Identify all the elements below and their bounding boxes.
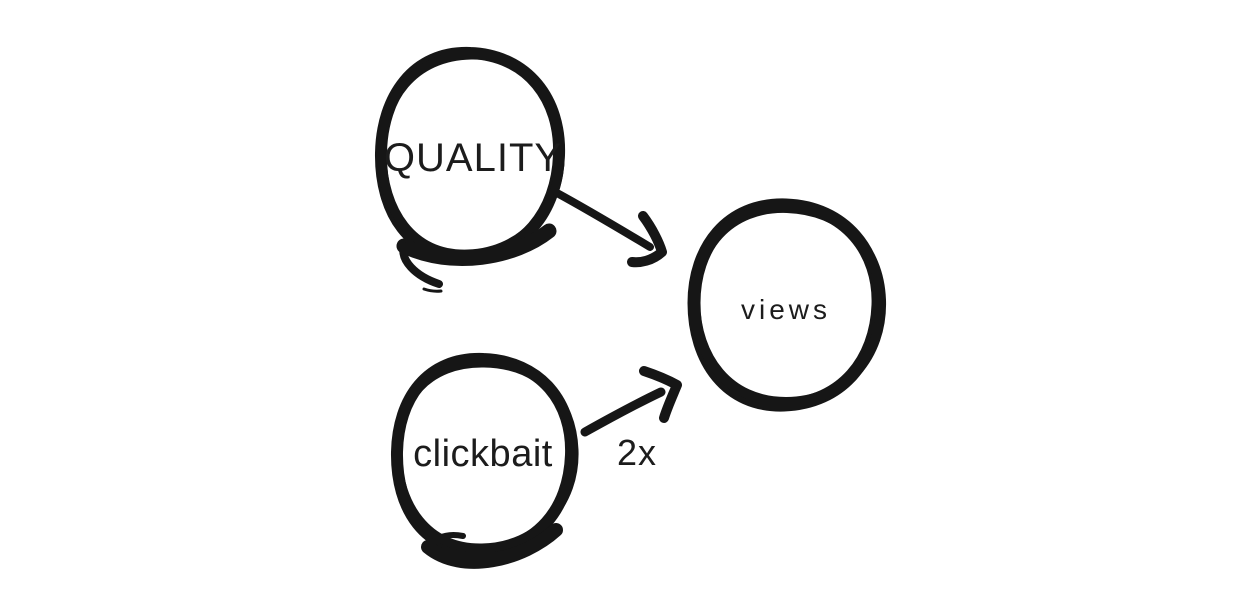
quality-circle-overshoot (396, 223, 557, 266)
edge-clickbait-to-views: 2x (580, 366, 682, 473)
views-label: views (741, 294, 831, 325)
edge-multiplier-label: 2x (617, 432, 657, 473)
views-circle-stroke-2 (689, 202, 887, 407)
quality-views-arrow-head (627, 211, 667, 268)
clickbait-label: clickbait (413, 433, 553, 475)
clickbait-circle-hook (425, 532, 466, 550)
edge-quality-to-views (553, 189, 667, 268)
quality-label: QUALITY (384, 136, 562, 180)
node-quality: QUALITY (374, 46, 566, 293)
quality-views-arrow-shaft (553, 189, 654, 251)
node-views: views (687, 198, 887, 412)
quality-circle-tail (399, 242, 443, 288)
quality-circle-stroke-2 (377, 50, 565, 259)
clickbait-views-arrow-shaft (580, 387, 666, 437)
clickbait-views-arrow-head (639, 366, 682, 423)
clickbait-circle-stroke-2 (392, 358, 579, 553)
clickbait-circle-overshoot (421, 523, 563, 569)
node-clickbait: clickbait (390, 352, 579, 569)
quality-circle-flick (422, 287, 443, 293)
